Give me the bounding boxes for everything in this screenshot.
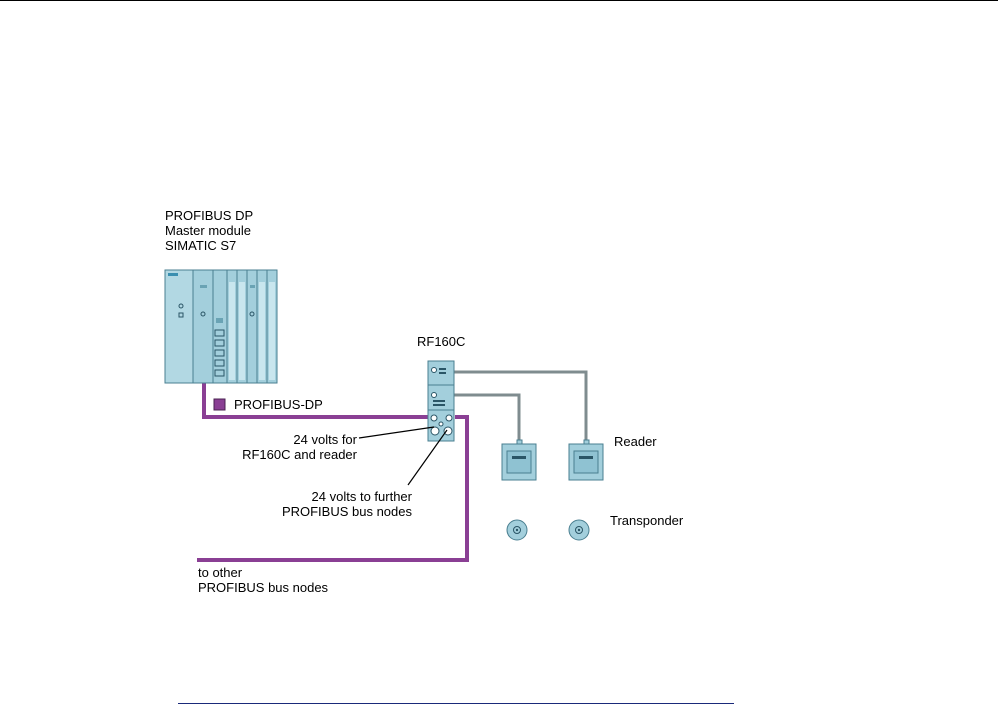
master-label-line1: PROFIBUS DP: [165, 208, 253, 223]
bottom-rule: [178, 703, 734, 704]
bus-legend-label: PROFIBUS-DP: [234, 397, 323, 412]
legend-square-icon: [214, 399, 225, 410]
master-label: PROFIBUS DP Master module SIMATIC S7: [165, 208, 253, 253]
transponder-icon: [507, 520, 527, 540]
other-nodes-label: to other PROFIBUS bus nodes: [198, 565, 328, 595]
power-callout-2-line2: PROFIBUS bus nodes: [282, 504, 412, 519]
plc-rack-icon: [165, 270, 277, 383]
callout-line-1: [359, 427, 434, 438]
power-callout-2-line1: 24 volts to further: [282, 489, 412, 504]
reader-icon: [502, 440, 536, 480]
reader-icon: [569, 440, 603, 480]
other-nodes-line2: PROFIBUS bus nodes: [198, 580, 328, 595]
other-nodes-line1: to other: [198, 565, 328, 580]
master-label-line3: SIMATIC S7: [165, 238, 253, 253]
master-label-line2: Master module: [165, 223, 253, 238]
power-callout-1-line1: 24 volts for: [242, 432, 357, 447]
rf160c-label: RF160C: [417, 334, 465, 349]
reader-label: Reader: [614, 434, 657, 449]
transponder-label: Transponder: [610, 513, 683, 528]
power-callout-1-line2: RF160C and reader: [242, 447, 357, 462]
rf160c-module-icon: [428, 361, 454, 441]
power-callout-2: 24 volts to further PROFIBUS bus nodes: [282, 489, 412, 519]
transponder-icon: [569, 520, 589, 540]
power-callout-1: 24 volts for RF160C and reader: [242, 432, 357, 462]
